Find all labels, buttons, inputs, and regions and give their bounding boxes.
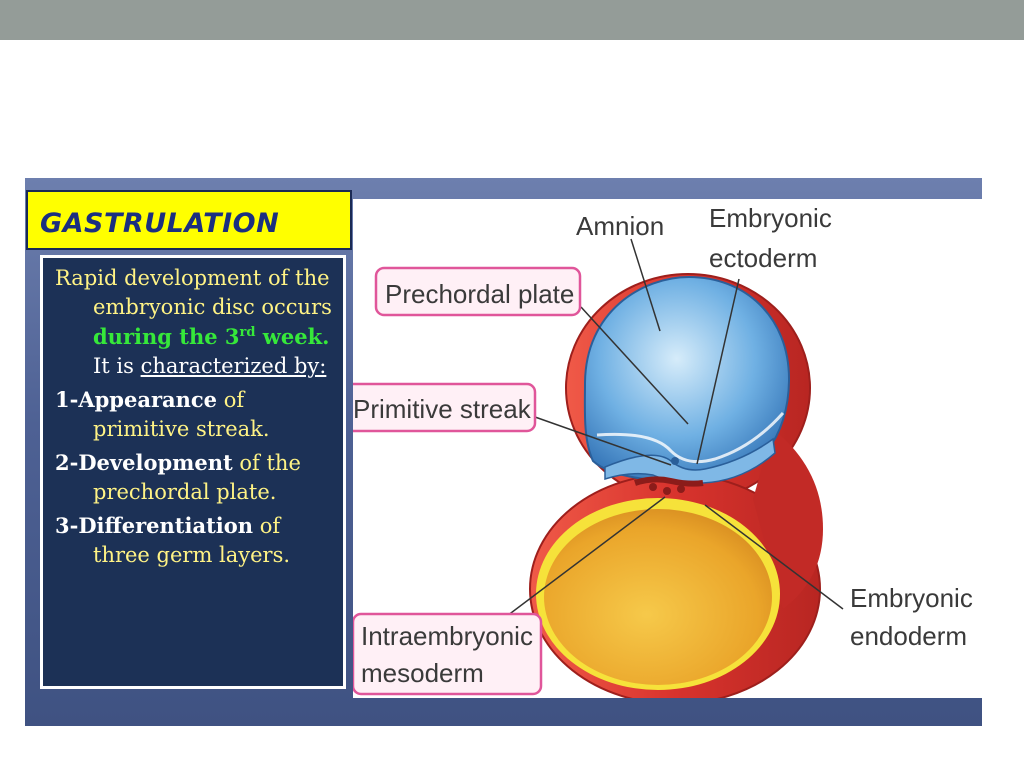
point-1: 1-Appearance of primitive streak. (55, 385, 337, 444)
diagram-area: Amnion Embryonic ectoderm Embryonic endo… (353, 199, 982, 698)
label-mesoderm-2: mesoderm (361, 658, 484, 688)
point-3: 3-Differentiation of three germ layers. (55, 511, 337, 570)
label-ectoderm-1: Embryonic (709, 203, 832, 233)
highlight-suffix: week. (262, 324, 330, 349)
intro-highlight: during the 3rd week. (93, 324, 329, 349)
embryonic-disc (604, 437, 776, 495)
point-1-lead: 1-Appearance (55, 387, 218, 412)
intro-line-a: Rapid development of the embryonic disc … (55, 266, 332, 319)
point-2: 2-Development of the prechordal plate. (55, 448, 337, 507)
label-mesoderm-1: Intraembryonic (361, 621, 533, 651)
title-box: GASTRULATION (26, 190, 352, 250)
point-2-rest: of (239, 451, 260, 475)
label-endoderm-1: Embryonic (850, 583, 973, 613)
intro-paragraph: Rapid development of the embryonic disc … (55, 264, 337, 381)
ectoderm-leader (696, 278, 740, 465)
callout-intraembryonic-mesoderm: Intraembryonic mesoderm (353, 612, 543, 696)
point-3-tail: of three germ layers. (93, 514, 291, 567)
point-2-lead: 2-Development (55, 450, 233, 475)
label-amnion: Amnion (576, 211, 664, 241)
label-primitive-streak: Primitive streak (353, 394, 532, 424)
intro-line-b: It is (93, 354, 134, 378)
label-prechordal-plate: Prechordal plate (385, 279, 574, 309)
text-box: Rapid development of the embryonic disc … (40, 255, 346, 689)
point-1-rest: of (223, 388, 245, 412)
amnion-leader (630, 238, 661, 332)
endoderm-leader (704, 504, 844, 610)
slide-title: GASTRULATION (40, 208, 280, 239)
label-endoderm-2: endoderm (850, 621, 967, 651)
embryo-diagram: Amnion Embryonic ectoderm Embryonic endo… (353, 203, 973, 698)
callout-prechordal-plate: Prechordal plate (374, 266, 582, 317)
highlight-sup: rd (239, 325, 256, 340)
intro-underlined: characterized by: (140, 354, 327, 378)
point-1-tail: primitive streak. (93, 417, 270, 441)
callout-primitive-streak: Primitive streak (353, 382, 537, 433)
leader-lines (502, 238, 844, 620)
top-bar (0, 0, 1024, 40)
prechordal-leader (580, 306, 689, 425)
streak-leader (534, 416, 672, 466)
point-2-tail: the prechordal plate. (93, 451, 301, 504)
highlight-prefix: during the 3 (93, 324, 240, 349)
point-3-lead: 3-Differentiation (55, 513, 254, 538)
yolk-sac (536, 498, 780, 690)
amniotic-cavity (583, 275, 791, 483)
label-ectoderm-2: ectoderm (709, 243, 817, 273)
mesoderm-leader (502, 496, 666, 620)
